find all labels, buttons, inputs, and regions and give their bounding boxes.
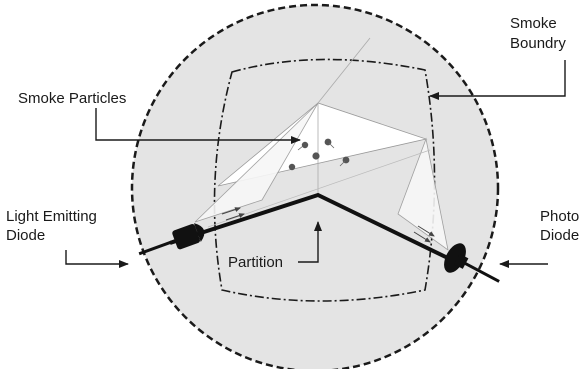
smoke-particle <box>301 141 309 149</box>
partition-wall <box>169 192 457 264</box>
label-photo-line2: Diode <box>540 227 579 244</box>
light-ray-arrow <box>221 207 241 215</box>
smoke-boundary-pointer <box>429 60 566 100</box>
label-led-line2: Diode <box>6 227 45 244</box>
label-smoke-particles: Smoke Particles <box>18 90 126 107</box>
light-ray-arrow <box>417 225 435 237</box>
beam-guide-line <box>317 37 371 104</box>
photo-detection-cone <box>397 137 449 251</box>
led-pointer <box>65 250 129 268</box>
label-smoke-boundary-line1: Smoke <box>510 15 557 32</box>
smoke-boundary-outline <box>213 58 436 302</box>
smoke-particles-pointer <box>95 108 301 144</box>
label-smoke-boundary-line2: Boundry <box>510 35 566 52</box>
led-emitter-icon <box>138 223 205 256</box>
light-ray-arrow <box>225 213 245 221</box>
smoke-particle <box>312 152 320 160</box>
beam-guide-line <box>207 149 431 228</box>
label-led-line1: Light Emitting <box>6 208 97 225</box>
label-partition: Partition <box>228 254 283 271</box>
photo-diode-icon <box>444 243 500 283</box>
partition-pointer <box>298 221 322 263</box>
light-ray-arrow <box>413 231 431 243</box>
smoke-particle <box>288 163 296 171</box>
label-photo-line1: Photo <box>540 208 579 225</box>
led-light-cone <box>194 102 319 223</box>
detector-chamber <box>130 3 500 369</box>
